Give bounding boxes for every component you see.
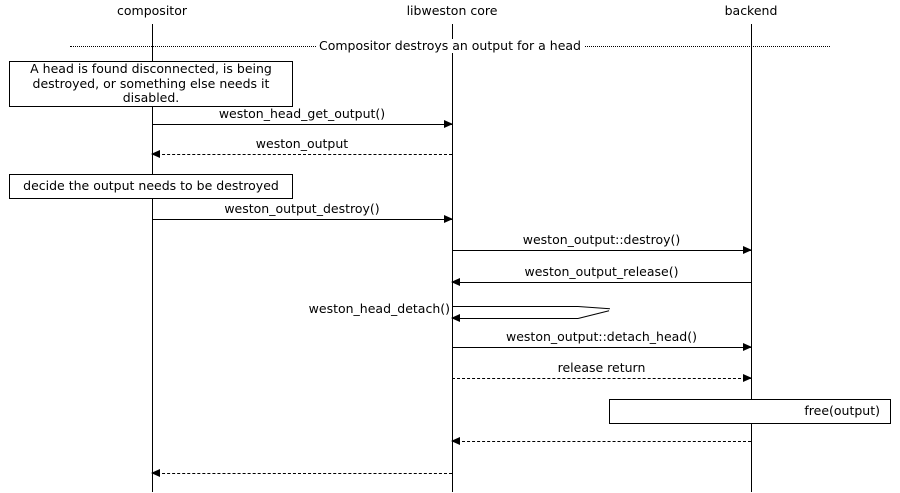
note-head-disconnected: A head is found disconnected, is being d… <box>9 61 293 107</box>
msg-label: weston_output <box>253 136 351 151</box>
lifeline-backend <box>751 24 752 492</box>
divider-title: Compositor destroys an output for a head <box>316 39 584 53</box>
lifeline-compositor <box>152 24 153 492</box>
msg-label: weston_output_destroy() <box>222 201 382 216</box>
lifeline-libweston-core <box>452 24 453 492</box>
msg-line <box>152 473 452 474</box>
arrowhead-left-icon <box>451 313 460 322</box>
arrowhead-right-icon <box>444 214 453 223</box>
note-head-disconnected-text: A head is found disconnected, is being d… <box>30 61 272 106</box>
self-call-upper-line <box>452 306 578 307</box>
msg-label: weston_output_release() <box>522 264 681 279</box>
participant-label-backend: backend <box>724 3 778 18</box>
msg-line <box>452 347 751 348</box>
note-free-output: free(output) <box>609 399 891 424</box>
arrowhead-left-icon <box>451 277 460 286</box>
self-call-lower-line <box>452 318 578 319</box>
participant-label-compositor: compositor <box>117 3 187 18</box>
msg-line <box>152 124 452 125</box>
arrowhead-right-icon <box>743 342 752 351</box>
msg-label: release return <box>555 360 648 375</box>
msg-line <box>452 441 751 442</box>
arrowhead-right-icon <box>743 245 752 254</box>
arrowhead-left-icon <box>451 436 460 445</box>
arrowhead-left-icon <box>151 149 160 158</box>
note-decide-destroy-text: decide the output needs to be destroyed <box>23 178 279 194</box>
msg-line <box>152 219 452 220</box>
participant-label-libweston-core: libweston core <box>406 3 498 18</box>
arrowhead-right-icon <box>444 119 453 128</box>
msg-line <box>152 154 452 155</box>
arrowhead-left-icon <box>151 468 160 477</box>
msg-weston-head-detach: weston_head_detach() <box>309 300 612 322</box>
msg-line <box>452 282 751 283</box>
msg-line <box>452 250 751 251</box>
self-call-upper-tip <box>577 306 610 310</box>
arrowhead-right-icon <box>743 373 752 382</box>
msg-label: weston_head_get_output() <box>216 106 388 121</box>
msg-label: weston_output::detach_head() <box>504 329 699 344</box>
self-call-lower-tip <box>577 310 610 319</box>
msg-line <box>452 378 751 379</box>
msg-label: weston_head_detach() <box>308 301 450 316</box>
msg-label: weston_output::destroy() <box>520 232 683 247</box>
note-free-output-text: free(output) <box>804 403 880 419</box>
note-decide-destroy: decide the output needs to be destroyed <box>9 174 293 199</box>
